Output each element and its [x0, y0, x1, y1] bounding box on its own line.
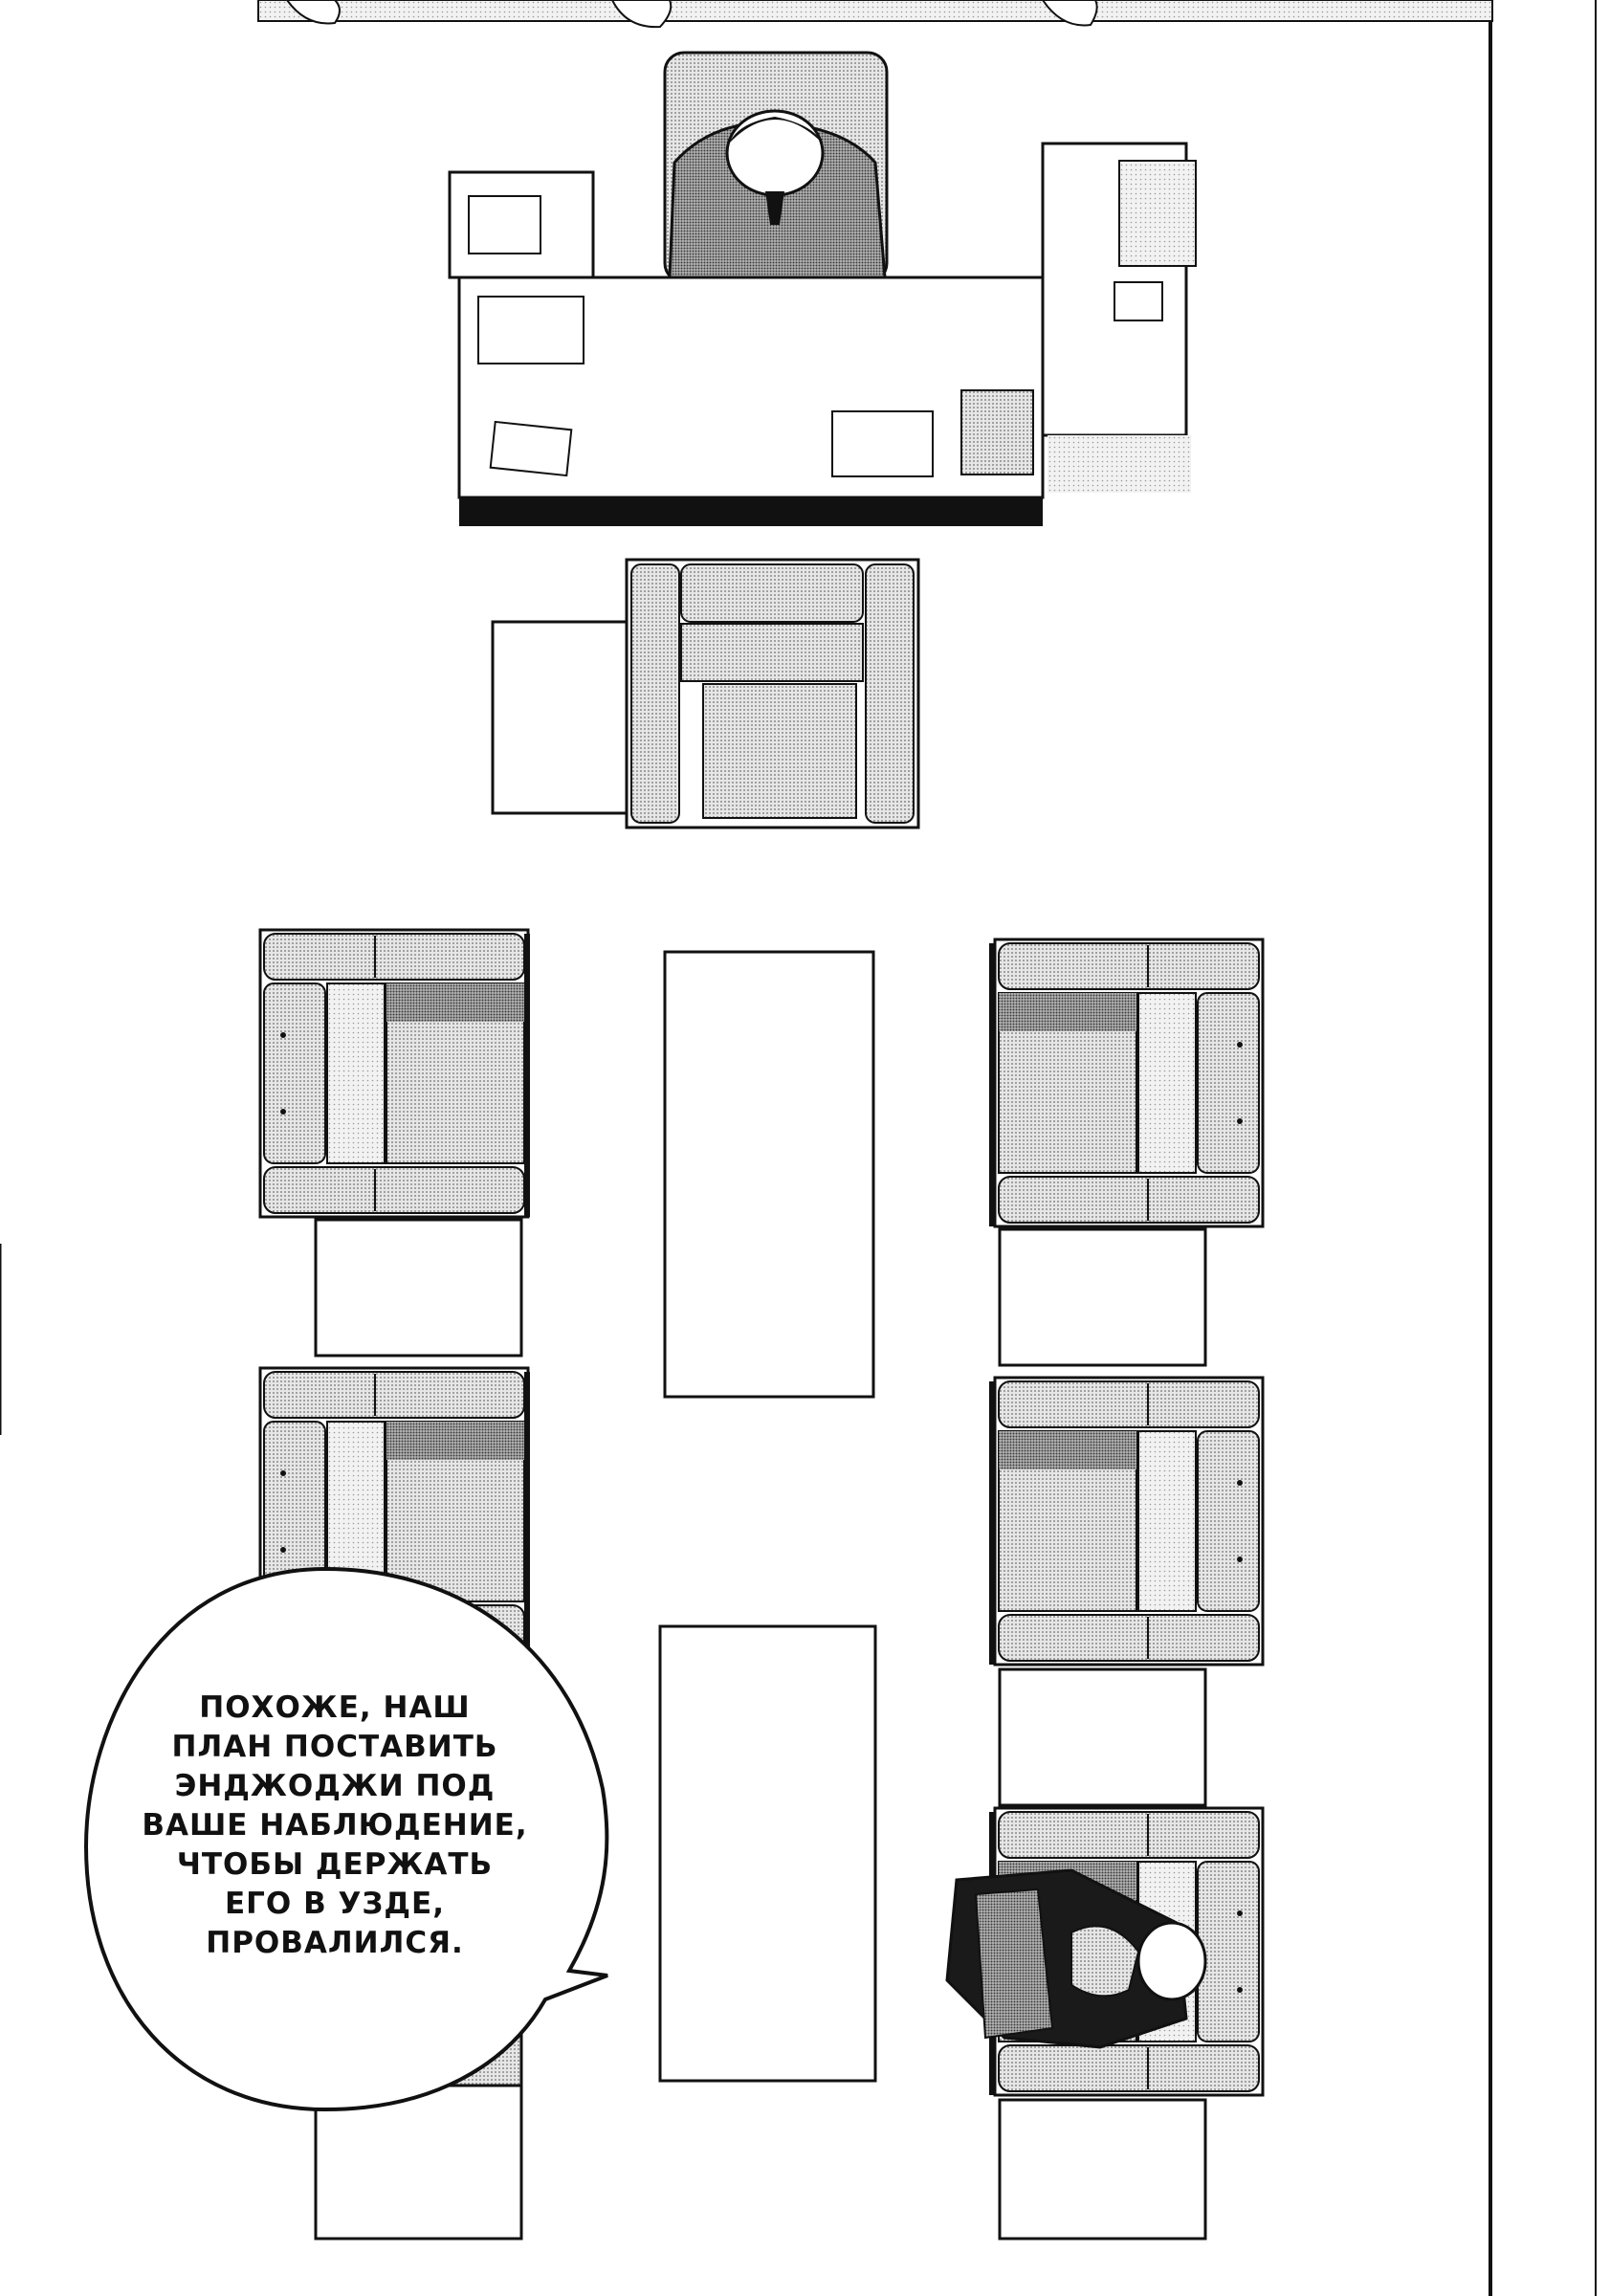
speech-line-5: ЧТОБЫ ДЕРЖАТЬ — [176, 1847, 494, 1882]
top-wall-strip — [257, 0, 1493, 29]
speech-line-2: ПЛАН ПОСТАВИТЬ — [171, 1730, 498, 1764]
right-side-table-2 — [998, 1667, 1207, 1807]
speech-line-3: ЭНДЖОДЖИ ПОД — [174, 1769, 496, 1803]
right-side-table-3 — [998, 2098, 1207, 2241]
visitor-chair — [491, 558, 920, 829]
speech-line-6: ЕГО В УЗДЕ, — [225, 1887, 445, 1921]
left-side-table-2 — [314, 2084, 523, 2241]
speech-line-1: ПОХОЖЕ, НАШ — [199, 1690, 471, 1725]
right-armchair-1 — [987, 938, 1265, 1228]
side-cabinet — [1041, 142, 1197, 493]
seated-man — [945, 1868, 1207, 2049]
laptop — [1118, 160, 1197, 267]
speech-line-4: ВАШЕ НАБЛЮДЕНИЕ, — [142, 1808, 528, 1843]
coffee-table-upper — [663, 950, 875, 1399]
right-armchair-2 — [987, 1376, 1265, 1667]
office-desk — [448, 170, 1045, 526]
speech-line-7: ПРОВАЛИЛСЯ. — [206, 1926, 464, 1960]
man-at-desk — [668, 109, 887, 279]
left-side-table-1 — [314, 1218, 523, 1358]
speech-bubble — [83, 1566, 609, 2112]
coffee-table-lower — [658, 1624, 877, 2083]
left-armchair-1 — [258, 928, 532, 1219]
right-side-table-1 — [998, 1227, 1207, 1367]
speech-bubble-text: ПОХОЖЕ, НАШ ПЛАН ПОСТАВИТЬ ЭНДЖОДЖИ ПОД … — [115, 1689, 555, 1963]
